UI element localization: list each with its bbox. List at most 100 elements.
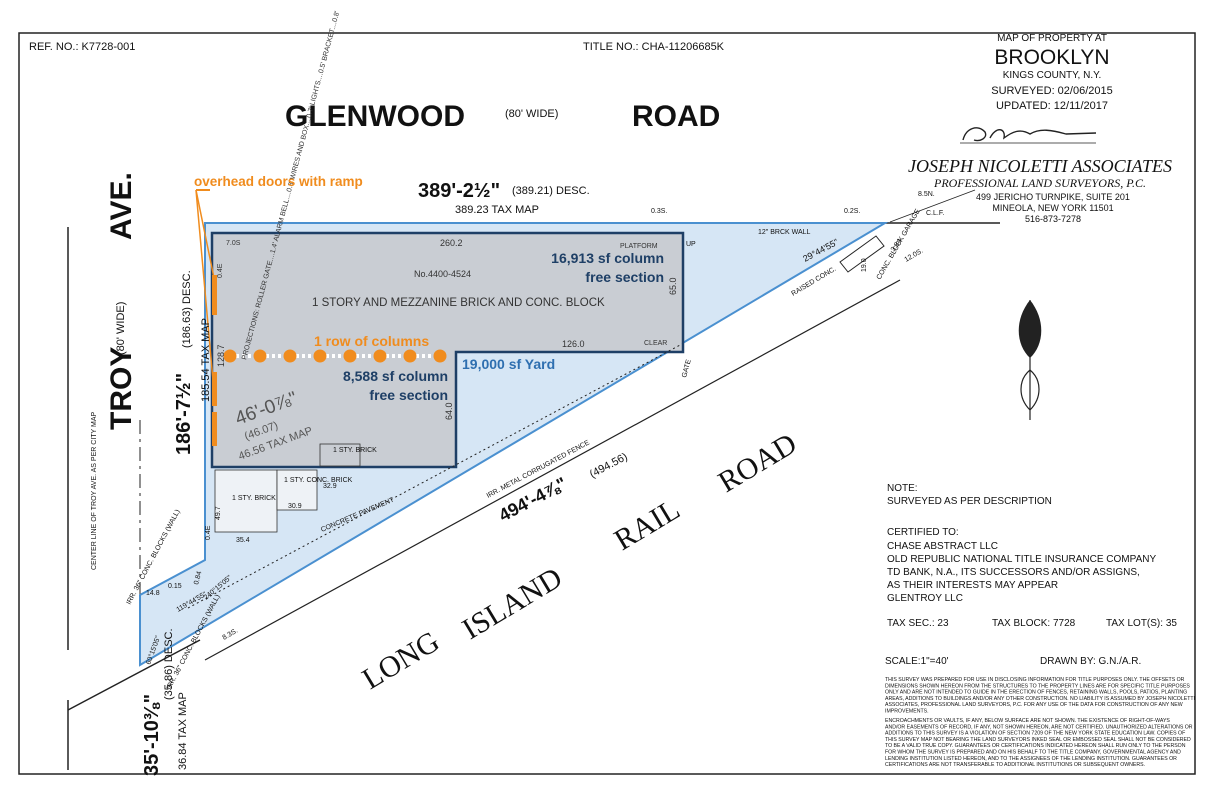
dim-32-9: 32.9	[323, 483, 337, 490]
one-story-conc-brick	[276, 469, 318, 511]
scale-label: SCALE:1"=40'	[885, 656, 949, 667]
gate-label: GATE	[681, 358, 693, 378]
ne-19-0: 19.0	[861, 258, 868, 272]
dim-35-4: 35.4	[236, 537, 250, 544]
dim-30-9: 30.9	[288, 503, 302, 510]
lirr-island: ISLAND	[457, 561, 568, 646]
ne-0-2s: 0.2S.	[844, 208, 860, 215]
tax-block: TAX BLOCK: 7728	[992, 618, 1076, 629]
sw-desc: (35.86) DESC.	[163, 628, 175, 700]
tax-section: TAX SEC.: 23	[887, 618, 949, 629]
building-dim-260: 260.2	[440, 238, 463, 248]
place-name: BROOKLYN	[994, 46, 1109, 69]
column-marker	[343, 349, 357, 363]
disclaimer-block: THIS SURVEY WAS PREPARED FOR USE IN DISC…	[885, 677, 1195, 768]
tax-lot: TAX LOT(S): 35	[1106, 618, 1177, 629]
north-tax: 389.23 TAX MAP	[455, 204, 539, 216]
north-section-line1: 16,913 sf column	[551, 250, 664, 266]
one-story-brick-small-label: 1 STY. BRICK	[333, 447, 377, 454]
corrugated-fence-line	[187, 343, 683, 609]
certified-line-3: TD BANK, N.A., ITS SUCCESSORS AND/OR ASS…	[887, 567, 1140, 578]
west-desc: (186.63) DESC.	[181, 270, 193, 348]
certified-line-5: GLENTROY LLC	[887, 593, 963, 604]
ne-clf: C.L.F.	[926, 210, 944, 217]
firm-name: JOSEPH NICOLETTI ASSOCIATES	[908, 156, 1172, 176]
notes-block: NOTE: SURVEYED AS PER DESCRIPTION CERTIF…	[885, 483, 1177, 667]
disclaimer-line-2: ADDITIONS TO THIS SURVEY IS A VIOLATION …	[885, 731, 1185, 737]
lirr-south-line	[67, 639, 201, 711]
building-description: 1 STORY AND MEZZANINE BRICK AND CONC. BL…	[312, 297, 605, 309]
map-border	[18, 32, 1196, 775]
firm-subtitle: PROFESSIONAL LAND SURVEYORS, P.C.	[933, 176, 1146, 190]
disclaimer-line-2: THIS SURVEY MAP NOT BEARING THE LAND SUR…	[885, 737, 1191, 743]
overhead-doors-label: overhead doors with ramp	[194, 174, 363, 189]
one-story-brick-label: 1 STY. BRICK	[232, 495, 276, 502]
platform-label: PLATFORM	[620, 243, 658, 250]
column-marker	[433, 349, 447, 363]
updated-date: UPDATED: 12/11/2017	[996, 100, 1108, 112]
lirr-road: ROAD	[713, 427, 803, 499]
dim-7-0s: 7.0S	[226, 240, 241, 247]
south-section-line2: free section	[369, 387, 448, 403]
firm-phone: 516-873-7278	[1025, 214, 1081, 224]
sw-dim-0-15: 0.15	[168, 583, 182, 590]
one-story-conc-label: 1 STY. CONC. BRICK	[284, 477, 353, 484]
firm-address-1: 499 JERICHO TURNPIKE, SUITE 201	[976, 192, 1130, 202]
column-row	[223, 349, 447, 363]
troy-label: TROY	[105, 347, 138, 430]
diagonal-desc: (494.56)	[588, 451, 630, 481]
building-number: No.4400-4524	[414, 269, 471, 279]
one-story-brick-small	[319, 443, 361, 467]
disclaimer-line-2: FOR WHOM THE SURVEY IS PREPARED AND ON H…	[885, 750, 1181, 756]
troy-width: (80' WIDE)	[115, 302, 127, 355]
disclaimer-line-2: ENCROACHMENTS OR VAULTS, IF ANY, BELOW S…	[885, 718, 1170, 724]
title-block: MAP OF PROPERTY AT BROOKLYN KINGS COUNTY…	[908, 33, 1172, 224]
column-marker	[403, 349, 417, 363]
certified-line-1: CHASE ABSTRACT LLC	[887, 541, 998, 552]
overhead-door-2	[212, 372, 217, 406]
ref-number: REF. NO.: K7728-001	[29, 41, 135, 53]
column-marker	[223, 349, 237, 363]
road-label: ROAD	[632, 100, 720, 133]
dim-0-4e-bottom: 0.4E	[205, 525, 212, 540]
disclaimer-line-1: THIS SURVEY WAS PREPARED FOR USE IN DISC…	[885, 677, 1185, 683]
west-tax: 185.54 TAX MAP	[200, 318, 212, 402]
sw-dim-14-8: 14.8	[146, 590, 160, 597]
sw-tax: 36.84 TAX MAP	[177, 692, 189, 770]
column-marker	[313, 349, 327, 363]
west-dimension: 186'-7½"	[173, 373, 195, 455]
ne-leader	[889, 189, 976, 223]
map-of-label: MAP OF PROPERTY AT	[997, 33, 1107, 44]
brick-wall-label: 12" BRCK WALL	[758, 229, 811, 236]
certified-line-2: OLD REPUBLIC NATIONAL TITLE INSURANCE CO…	[887, 554, 1156, 565]
south-structures	[214, 443, 361, 533]
clear-label: CLEAR	[644, 340, 667, 347]
column-marker	[373, 349, 387, 363]
south-section-line1: 8,588 sf column	[343, 368, 448, 384]
dim-49-7: 49.7	[215, 506, 222, 520]
one-story-brick-south	[214, 469, 278, 533]
county-label: KINGS COUNTY, N.Y.	[1003, 70, 1102, 81]
note-label: NOTE:	[887, 483, 918, 494]
ne-garage	[839, 235, 885, 273]
certified-label: CERTIFIED TO:	[887, 527, 959, 538]
building-dim-128: 128.7	[216, 344, 226, 367]
disclaimer-line-1: IMPROVEMENTS.	[885, 709, 929, 715]
disclaimer-line-2: AND/OR EASEMENTS OF RECORD, IF ANY, NOT …	[885, 724, 1193, 730]
disclaimer-line-2: LENDING INSTITUTION LISTED HEREON, AND T…	[885, 756, 1177, 762]
disclaimer-line-1: AREAS, ADDITIONS TO BUILDINGS AND/OR ANY…	[885, 696, 1195, 702]
north-desc: (389.21) DESC.	[512, 185, 590, 197]
up-label: UP	[686, 241, 696, 248]
column-row-label: 1 row of columns	[314, 333, 429, 349]
north-arrow-icon	[1018, 300, 1042, 420]
disclaimer-line-1: ONLY AND ARE NOT INTENDED TO GUIDE IN TH…	[885, 690, 1187, 696]
ne-8-5n: 8.5N.	[918, 191, 935, 198]
glenwood-width: (80' WIDE)	[505, 108, 558, 120]
lirr-rail: RAIL	[609, 493, 686, 557]
overhead-door-leader-1	[195, 189, 215, 279]
overhead-door-leader-2	[195, 189, 215, 393]
ave-label: AVE.	[105, 172, 138, 240]
north-section-line2: free section	[585, 269, 664, 285]
surveyed-date: SURVEYED: 02/06/2015	[991, 85, 1112, 97]
